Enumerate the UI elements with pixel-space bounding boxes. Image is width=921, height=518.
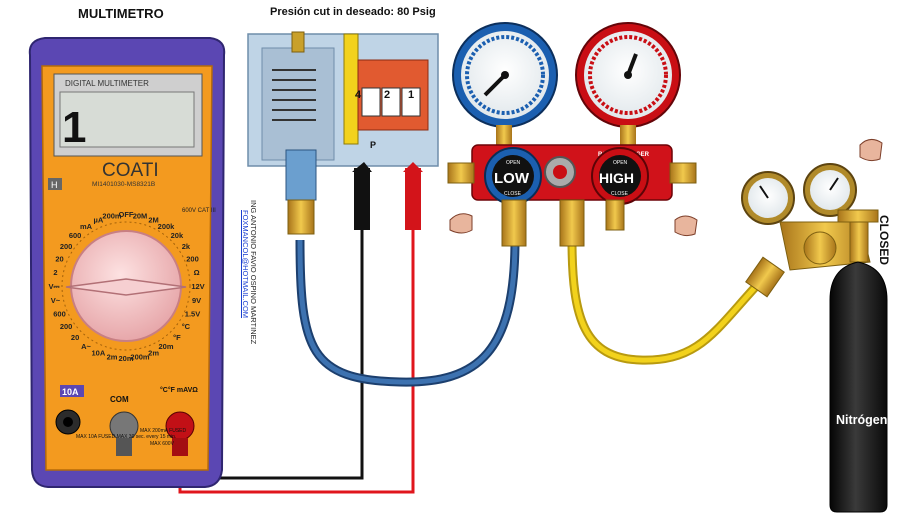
dial-label: 200 — [60, 322, 73, 331]
low-close-label: CLOSE — [504, 191, 522, 197]
dial-label: 2M — [148, 216, 158, 225]
dial-label: 20M — [133, 211, 148, 220]
hand-pointer-icon — [674, 215, 698, 237]
dial-label: 10A — [92, 349, 106, 358]
dial-label: 20 — [55, 254, 63, 263]
fuse-left-note: MAX 10A FUSED MAX 30 sec. every 15 min. — [76, 434, 176, 440]
dial-label: 600 — [53, 310, 66, 319]
high-open-label: OPEN — [613, 160, 628, 166]
high-port — [605, 199, 625, 231]
dial-label: 20m — [158, 342, 173, 351]
pressure-switch: 4 2 1 P — [247, 31, 439, 235]
high-close-label: CLOSE — [611, 191, 629, 197]
cut-in-pressure-title: Presión cut in deseado: 80 Psig — [270, 6, 436, 18]
terminal-p: P — [370, 140, 376, 150]
nitrogen-tank: Nitrógeno — [829, 261, 895, 513]
high-knob-label: HIGH — [599, 170, 634, 186]
model-label: MI1401030-MS8321B — [92, 181, 155, 188]
port-10a-label-bg — [60, 385, 84, 397]
hand-pointer-icon — [449, 213, 473, 234]
blue-hose-highlight — [297, 239, 518, 385]
dial-label: 20k — [171, 231, 184, 240]
port-v-label: °C°F mAVΩ — [160, 386, 198, 394]
yellow-hose-highlight — [569, 239, 762, 363]
dial-label: A~ — [81, 342, 91, 351]
dial-label: OFF — [119, 210, 134, 219]
low-port — [501, 199, 527, 247]
dial-label: 12V — [191, 282, 204, 291]
dial-pointer — [65, 278, 187, 296]
terminal-1: 1 — [408, 89, 414, 101]
multimeter-title: MULTIMETRO — [78, 6, 164, 21]
bellows-connector — [285, 149, 317, 201]
cat-rating: 600V CAT III — [182, 208, 216, 214]
dial-label: 2m — [148, 349, 159, 358]
fuse-mid-note: MAX 200mA FUSED — [140, 428, 187, 434]
gauge-manifold: ROTHENBERGER LOW OPEN CLOSE HIGH OPEN CL… — [447, 22, 697, 247]
fuse-right-note: MAX 600V — [150, 441, 175, 447]
dial-label: 200k — [158, 222, 176, 231]
low-open-label: OPEN — [506, 160, 521, 166]
gauge-needle-icon — [483, 73, 507, 97]
dial-label: °C — [182, 322, 191, 331]
service-port — [559, 199, 585, 247]
dial-label: 20m — [118, 354, 133, 363]
tank-label: Nitrógeno — [836, 413, 895, 427]
panel-label: DIGITAL MULTIMETER — [65, 79, 149, 88]
dial-label: 2k — [182, 242, 191, 251]
com-lead-boot — [116, 438, 132, 456]
dial-label: 2 — [53, 268, 57, 277]
dial-label: 2m — [107, 353, 118, 362]
dial-label: Ω — [194, 268, 200, 277]
dial-label: 200 — [186, 254, 199, 263]
dial-label: V⎓ — [49, 282, 61, 291]
dial-label: mA — [80, 222, 93, 231]
flare-nut — [287, 199, 315, 235]
low-knob-label: LOW — [494, 170, 530, 187]
terminal-2: 2 — [384, 89, 390, 101]
dial-label: 600 — [69, 231, 82, 240]
dial-label: 200 — [60, 242, 73, 251]
dial-label: 200m — [102, 211, 122, 220]
dial-label: °F — [173, 333, 181, 342]
port-com-label: COM — [110, 395, 129, 404]
range-spring — [272, 69, 316, 121]
dial-label: V~ — [51, 296, 61, 305]
hold-button-label: H — [51, 180, 58, 190]
dial-label: 200m — [130, 353, 150, 362]
dial-label: 9V — [192, 296, 201, 305]
port-10a-label: 10A — [62, 387, 79, 397]
red-probe — [405, 168, 421, 230]
black-probe — [354, 168, 370, 230]
multimeter: DIGITAL MULTIMETER 1 COATI MI1401030-MS8… — [28, 37, 226, 488]
lcd-display — [59, 91, 195, 148]
hold-button[interactable] — [48, 178, 62, 190]
tank-valve-handle[interactable] — [837, 209, 879, 223]
brand-logo: COATI — [102, 160, 159, 181]
hand-pointer-icon — [859, 139, 883, 162]
nitrogen-regulator — [741, 163, 879, 298]
lcd-value: 1 — [62, 103, 86, 152]
terminal-4: 4 — [355, 89, 362, 101]
v-lead-boot — [172, 438, 188, 456]
yellow-hose — [567, 239, 764, 365]
dial-label: 1.5V — [185, 310, 200, 319]
dial-label: 20 — [71, 333, 79, 342]
dial-label: µA — [94, 216, 104, 225]
